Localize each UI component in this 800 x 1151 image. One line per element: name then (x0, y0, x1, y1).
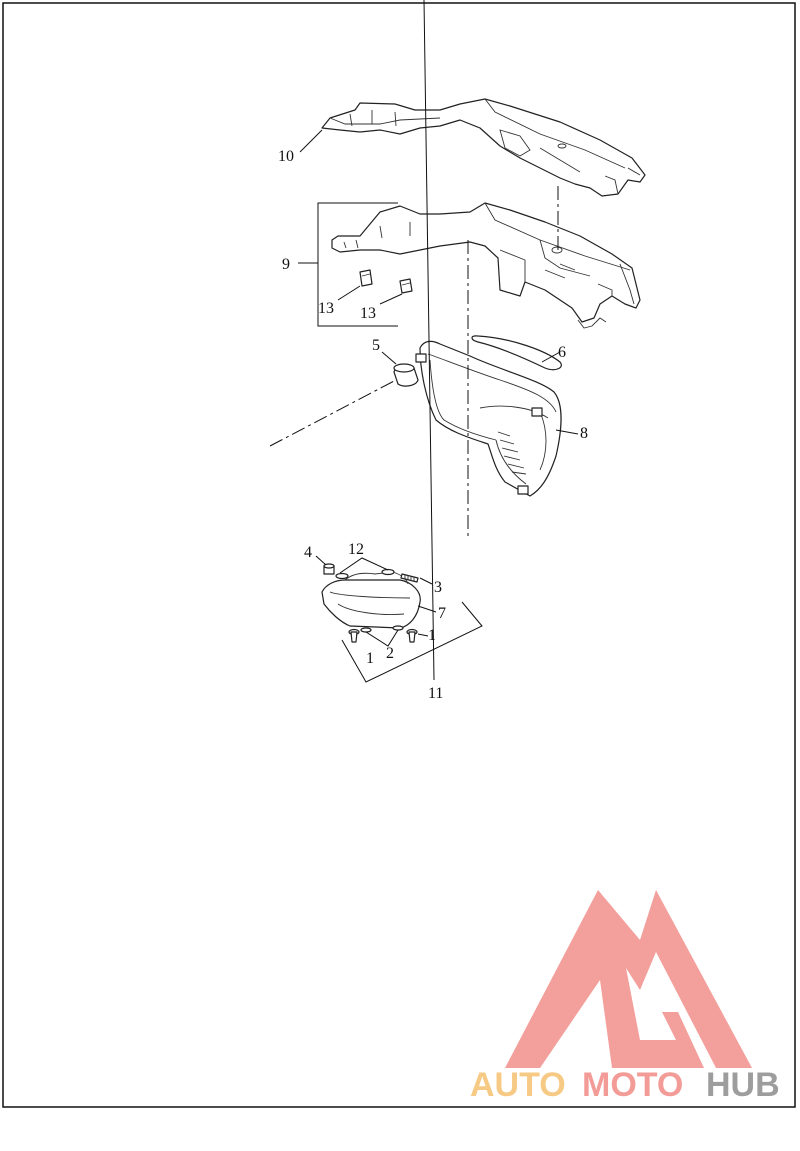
callout-5: 5 (372, 337, 380, 354)
part-1b-leader (417, 633, 429, 637)
callout-3: 3 (434, 579, 442, 596)
part-6-leader (541, 351, 561, 363)
part-2-washer-right (392, 625, 404, 631)
part-9-lower-rail (331, 202, 641, 329)
part-8-leader (555, 429, 579, 435)
part-13-clip-right (399, 278, 413, 294)
callout-2: 2 (386, 645, 394, 662)
callout-11: 11 (428, 685, 443, 702)
part-12-washer-left (335, 572, 349, 580)
callout-4: 4 (304, 544, 312, 561)
part-9-bracket (317, 202, 398, 327)
part-13b-leader (379, 293, 403, 305)
part-6-seal (471, 335, 562, 371)
watermark-word-hub: HUB (706, 1066, 780, 1104)
part-8-side-cover (415, 340, 562, 497)
part-4-nut (323, 563, 335, 575)
part-2-leader (365, 629, 399, 647)
part-2-washer-left (360, 627, 372, 633)
part-1-bolt-left (348, 628, 360, 643)
page-border (2, 2, 796, 1108)
watermark-logo-mark (505, 890, 752, 1068)
callout-6: 6 (558, 344, 566, 361)
callout-12: 12 (348, 541, 364, 558)
callout-9: 9 (282, 256, 290, 273)
callout-8: 8 (580, 425, 588, 442)
callout-10: 10 (278, 148, 294, 165)
part-7-cover-assembly (321, 571, 421, 629)
watermark-word-auto: AUTO (470, 1066, 566, 1104)
part-12-leader (339, 557, 389, 574)
part-11-leader (423, 0, 435, 681)
part-11-bracket (341, 601, 483, 683)
part-5-leader (381, 351, 397, 365)
callout-7: 7 (438, 605, 446, 622)
part-1-bolt-right (406, 628, 418, 643)
callout-1a: 1 (366, 650, 374, 667)
part-13-clip-left (359, 269, 373, 287)
part-12-washer-right (381, 568, 395, 576)
part-13a-leader (337, 285, 361, 301)
part-5-grommet (393, 363, 419, 387)
part-10-leader (299, 129, 323, 153)
part-3-leader (419, 577, 433, 585)
callout-13b: 13 (360, 305, 376, 322)
automotohub-watermark: AUTO MOTO HUB (470, 890, 780, 1104)
part-3-screw (400, 573, 419, 583)
callout-1b: 1 (428, 627, 436, 644)
callout-13a: 13 (318, 300, 334, 317)
part-4-leader (315, 555, 327, 566)
part-10-upper-rail (321, 98, 646, 197)
watermark-word-moto: MOTO (582, 1066, 683, 1104)
alignment-line-grommet (269, 379, 397, 447)
